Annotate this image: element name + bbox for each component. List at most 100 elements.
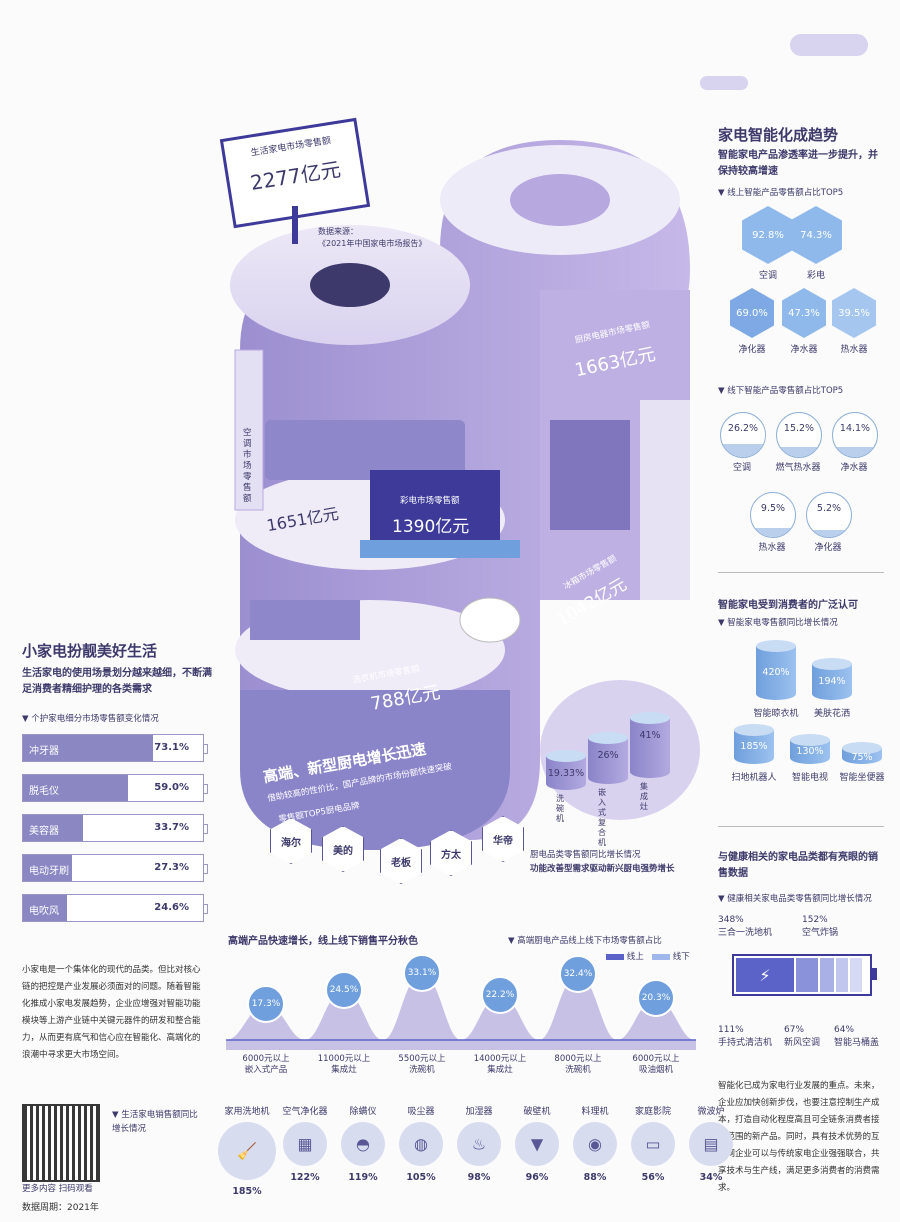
recog-bullet-text: 智能家电零售额同比增长情况 <box>727 618 838 628</box>
bottom-item-value: 105% <box>406 1172 436 1183</box>
left-intro: 生活家电的使用场景划分越来越细，不断满足消费者精细护理的各类需求 <box>22 668 212 695</box>
bottom-item-value: 88% <box>583 1172 607 1183</box>
blender-icon: ▼ <box>530 1134 544 1154</box>
mite-remover-icon: ◓ <box>356 1134 370 1154</box>
recog-cylinder: 185% <box>734 724 774 764</box>
peak-label: 6000元以上嵌入式产品 <box>226 1054 306 1076</box>
health-item: 152%空气炸锅 <box>802 914 838 940</box>
online-hex-label: 空调 <box>758 271 777 281</box>
offline-circle: 14.1% <box>832 412 878 458</box>
brand-badge: 美的 <box>322 826 364 872</box>
mountain-area <box>226 973 696 1050</box>
legend-online-label: 线上 <box>626 952 644 962</box>
projector-icon: ▭ <box>645 1134 661 1154</box>
recog-bullet: ▼ 智能家电零售额同比增长情况 <box>718 618 838 628</box>
kitchen-growth-name: 洗碗机 <box>556 794 564 823</box>
health-value: 64% <box>834 1025 855 1035</box>
aircon-label: 空调市场零售额 <box>243 428 252 504</box>
bottom-item: 加湿器♨98% <box>450 1104 508 1183</box>
water-fill <box>721 443 765 457</box>
peak-label: 6000元以上吸油烟机 <box>616 1054 696 1076</box>
peak-label-line2: 嵌入式产品 <box>244 1065 288 1075</box>
mid-legend-text: 高端厨电产品线上线下市场零售额占比 <box>517 936 662 946</box>
recog-name: 智能坐便器 <box>839 773 885 783</box>
peak-bubble: 17.3% <box>247 985 285 1024</box>
tv-label: 彩电市场零售额 <box>400 496 460 506</box>
mid-title: 高端产品快速增长，线上线下销售平分秋色 <box>228 936 418 947</box>
bar-name: 冲牙器 <box>29 746 59 757</box>
qr-code[interactable] <box>22 1104 100 1182</box>
bottom-item: 家用洗地机🧹185% <box>218 1104 276 1197</box>
peak-label-line1: 6000元以上 <box>632 1054 680 1064</box>
health-bullet-text: 健康相关家电品类零售额同比增长情况 <box>727 894 872 904</box>
bottom-item-name: 空气净化器 <box>282 1107 328 1117</box>
offline-value: 26.2% <box>727 423 759 434</box>
offline-circle: 26.2% <box>720 412 766 458</box>
source-line1: 数据来源： <box>318 227 358 236</box>
water-fill <box>833 447 877 457</box>
mountain-chart <box>226 973 696 1050</box>
battery-seg: ⚡ <box>736 958 794 992</box>
online-hex: 69.0% <box>730 288 774 338</box>
health-item: 111%手持式清洁机 <box>718 1024 772 1050</box>
health-battery: ⚡ <box>732 954 877 996</box>
recog-cylinder: 75% <box>842 742 882 764</box>
peak-label-line2: 吸油烟机 <box>638 1065 673 1075</box>
online-hex: 92.8% <box>742 206 794 264</box>
brand-badge: 老板 <box>380 838 422 884</box>
peak-label-line2: 洗碗机 <box>565 1065 591 1075</box>
health-name: 手持式清洁机 <box>718 1038 773 1048</box>
battery-seg <box>820 958 834 992</box>
kitchen-growth-value: 41% <box>639 730 661 741</box>
microwave-icon: ▤ <box>703 1134 719 1154</box>
bar-value: 33.7% <box>154 822 189 833</box>
food-processor-icon: ◉ <box>588 1134 602 1154</box>
battery-seg <box>796 958 818 992</box>
bottom-item: 家庭影院▭56% <box>624 1104 682 1183</box>
health-value: 152% <box>802 915 828 925</box>
air-purifier-icon: ▦ <box>297 1134 313 1154</box>
online-hex-label: 净化器 <box>738 345 766 355</box>
bottom-item-name: 除螨仪 <box>349 1107 377 1117</box>
bar-name: 美容器 <box>29 826 59 837</box>
left-title: 小家电扮靓美好生活 <box>22 642 158 660</box>
offline-name: 净化器 <box>814 543 842 553</box>
qr-caption: 更多内容 扫码观看 <box>22 1184 93 1194</box>
online-hex-label: 彩电 <box>806 271 825 281</box>
brand-badge: 海尔 <box>270 818 312 864</box>
recog-name: 智能电视 <box>791 773 828 783</box>
peak-label-line2: 洗碗机 <box>409 1065 435 1075</box>
bar-name: 脱毛仪 <box>29 786 59 797</box>
left-bullet-text: 个护家电细分市场零售额变化情况 <box>31 714 159 724</box>
online-bullet: ▼ 线上智能产品零售额占比TOP5 <box>718 188 844 198</box>
health-title: 与健康相关的家电品类都有亮眼的销售数据 <box>718 852 878 879</box>
bar-row: 美容器 33.7% <box>22 814 208 842</box>
right-subtitle: 智能家电产品渗透率进一步提升，并保持较高增速 <box>718 150 878 177</box>
offline-circle: 9.5% <box>750 492 796 538</box>
bar-cap <box>203 824 208 834</box>
bar-fill <box>23 775 129 801</box>
bottom-bullet: ▼ 生活家电销售额同比 增长情况 <box>112 1110 198 1134</box>
bottom-item: 吸尘器◍105% <box>392 1104 450 1183</box>
online-hex: 74.3% <box>790 206 842 264</box>
peak-label-line2: 集成灶 <box>487 1065 513 1075</box>
legend-offline-swatch <box>652 953 670 960</box>
bottom-item-name: 吸尘器 <box>407 1107 435 1117</box>
bottom-item-value: 98% <box>467 1172 491 1183</box>
health-item: 67%新风空调 <box>784 1024 820 1050</box>
offline-name: 燃气热水器 <box>775 463 821 473</box>
recog-value: 75% <box>851 752 873 763</box>
offline-value: 9.5% <box>760 503 786 514</box>
source-note: 数据来源： 《2021年中国家电市场报告》 <box>318 226 426 250</box>
mid-legend-bullet: ▼ 高端厨电产品线上线下市场零售额占比 <box>508 936 662 946</box>
recog-value: 194% <box>818 676 846 687</box>
bottom-item-circle: ▼ <box>515 1122 559 1166</box>
bottom-item: 料理机◉88% <box>566 1104 624 1183</box>
bottom-item-value: 119% <box>348 1172 378 1183</box>
recog-cylinder: 420% <box>756 640 796 700</box>
offline-name: 热水器 <box>758 543 786 553</box>
bar-fill <box>23 815 83 841</box>
peak-bubble: 32.4% <box>559 955 597 994</box>
